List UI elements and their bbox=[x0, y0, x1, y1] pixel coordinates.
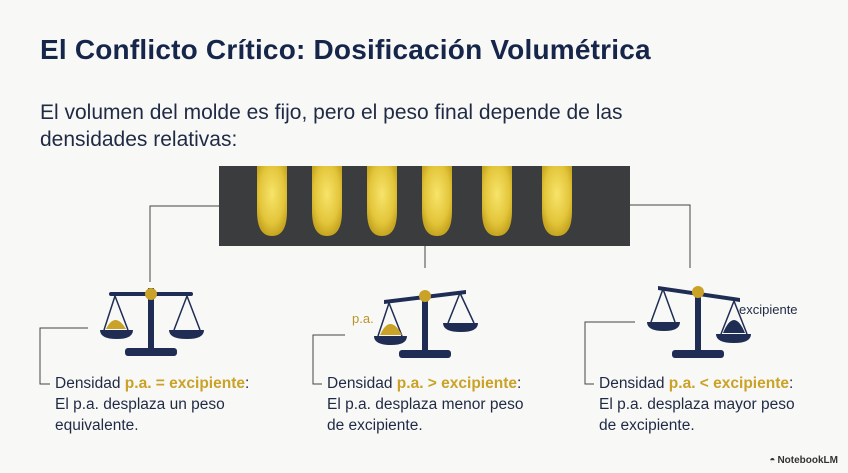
caption-greater-line3: de excipiente. bbox=[327, 415, 567, 436]
pa-tag: p.a. bbox=[352, 311, 374, 326]
caption-greater-line2: El p.a. desplaza menor peso bbox=[327, 394, 567, 415]
highlight-equal: p.a. = excipiente bbox=[125, 375, 245, 392]
left-heavy-scale-icon bbox=[370, 278, 482, 363]
caption-greater: Densidad p.a. > excipiente: El p.a. desp… bbox=[327, 373, 567, 436]
right-heavy-scale-icon bbox=[644, 278, 756, 363]
caption-equal: Densidad p.a. = excipiente: El p.a. desp… bbox=[55, 373, 295, 436]
suppository-3 bbox=[367, 166, 397, 236]
brand-watermark: ◓NotebookLM bbox=[769, 455, 838, 466]
highlight-greater: p.a. > excipiente bbox=[397, 375, 517, 392]
caption-less-line1: Densidad p.a. < excipiente: bbox=[599, 373, 839, 394]
highlight-less: p.a. < excipiente bbox=[669, 375, 789, 392]
suppository-5 bbox=[482, 166, 512, 236]
caption-equal-line1: Densidad p.a. = excipiente: bbox=[55, 373, 295, 394]
caption-less-line3: de excipiente. bbox=[599, 415, 839, 436]
excipiente-tag: excipiente bbox=[739, 302, 798, 317]
suppository-4 bbox=[422, 166, 452, 236]
suppository-2 bbox=[312, 166, 342, 236]
suppository-1 bbox=[257, 166, 287, 236]
balanced-scale-icon bbox=[95, 278, 207, 363]
caption-less-line2: El p.a. desplaza mayor peso bbox=[599, 394, 839, 415]
notebooklm-logo-icon: ◓ bbox=[769, 455, 775, 466]
caption-less: Densidad p.a. < excipiente: El p.a. desp… bbox=[599, 373, 839, 436]
suppository-6 bbox=[542, 166, 572, 236]
suppository-mold bbox=[219, 166, 630, 246]
caption-greater-line1: Densidad p.a. > excipiente: bbox=[327, 373, 567, 394]
suppositories-illustration bbox=[219, 166, 630, 246]
caption-equal-line3: equivalente. bbox=[55, 415, 295, 436]
caption-equal-line2: El p.a. desplaza un peso bbox=[55, 394, 295, 415]
brand-name: NotebookLM bbox=[777, 455, 838, 466]
